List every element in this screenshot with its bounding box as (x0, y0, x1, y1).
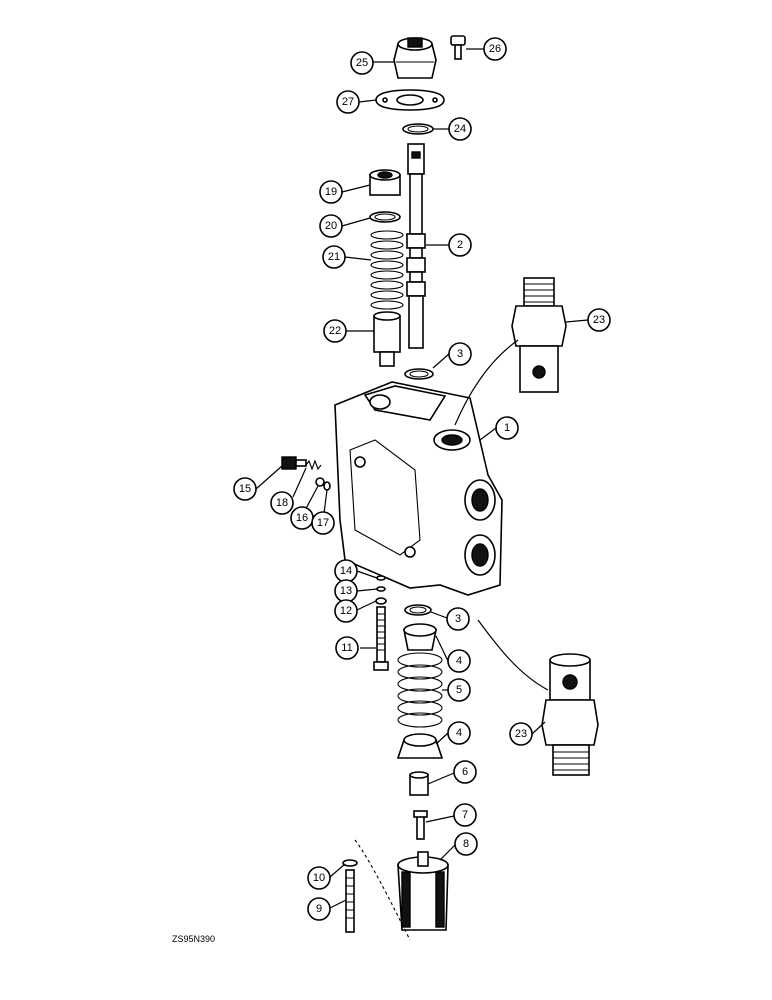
callout-18: 18 (270, 491, 294, 515)
part-valve-body-1 (334, 381, 503, 596)
callout-10: 10 (307, 866, 331, 890)
callout-9-label: 9 (316, 903, 322, 915)
callout-22: 22 (323, 319, 347, 343)
callout-3-lower-label: 3 (455, 613, 461, 625)
callout-8: 8 (454, 832, 478, 856)
callout-18-label: 18 (276, 497, 288, 509)
callout-27: 27 (336, 90, 360, 114)
callout-6-label: 6 (462, 766, 468, 778)
callout-4-upper: 4 (447, 649, 471, 673)
part-screw-26 (450, 35, 466, 60)
callout-19: 19 (319, 180, 343, 204)
callout-2: 2 (448, 233, 472, 257)
callout-21-label: 21 (328, 251, 340, 263)
callout-13: 13 (334, 579, 358, 603)
callout-8-label: 8 (463, 838, 469, 850)
callout-25: 25 (350, 51, 374, 75)
part-ball-16 (315, 477, 325, 487)
callout-4-upper-label: 4 (456, 655, 462, 667)
part-relief-valve-23-upper (511, 277, 567, 393)
callout-25-label: 25 (356, 57, 368, 69)
part-plug-15 (281, 456, 307, 470)
callout-7-label: 7 (462, 809, 468, 821)
part-cup-4-upper (403, 623, 437, 651)
callout-23-lower: 23 (509, 722, 533, 746)
callout-21: 21 (322, 245, 346, 269)
callout-15: 15 (233, 477, 257, 501)
part-cup-4-lower (396, 733, 444, 759)
callout-10-label: 10 (313, 872, 325, 884)
part-gasket-27 (375, 89, 445, 111)
part-oring-17 (323, 481, 331, 491)
callout-6: 6 (453, 760, 477, 784)
callout-23-upper: 23 (587, 308, 611, 332)
callout-26-label: 26 (489, 43, 501, 55)
drawing-code: ZS95N390 (172, 934, 215, 944)
part-bushing-6 (409, 771, 429, 796)
callout-4-lower: 4 (447, 721, 471, 745)
part-oring-3-upper (404, 368, 434, 380)
callout-5-label: 5 (456, 684, 462, 696)
callout-11: 11 (335, 636, 359, 660)
callout-5: 5 (447, 678, 471, 702)
part-washer-10 (342, 859, 358, 867)
callout-9: 9 (307, 897, 331, 921)
part-cap-25 (393, 37, 437, 79)
part-relief-valve-23-lower (541, 653, 599, 776)
callout-22-label: 22 (329, 325, 341, 337)
callout-1-label: 1 (504, 422, 510, 434)
part-ring-14 (376, 575, 386, 581)
part-screw-7 (413, 810, 428, 840)
part-spring-5 (397, 652, 443, 728)
callout-16: 16 (290, 506, 314, 530)
part-cap-8 (397, 851, 449, 931)
part-spool-2 (406, 143, 426, 349)
callout-24-label: 24 (454, 123, 466, 135)
part-sleeve-22 (373, 311, 401, 367)
callout-15-label: 15 (239, 483, 251, 495)
callout-3-upper-label: 3 (457, 348, 463, 360)
callout-2-label: 2 (457, 239, 463, 251)
callout-17: 17 (311, 511, 335, 535)
callout-27-label: 27 (342, 96, 354, 108)
callout-20: 20 (319, 214, 343, 238)
callout-12: 12 (334, 599, 358, 623)
callout-20-label: 20 (325, 220, 337, 232)
part-spring-21 (370, 230, 404, 310)
part-oring-20 (369, 211, 401, 223)
callout-1: 1 (495, 416, 519, 440)
callout-24: 24 (448, 117, 472, 141)
callout-7: 7 (453, 803, 477, 827)
part-oring-24 (402, 123, 434, 135)
part-plug-19 (369, 169, 401, 196)
part-ring-12 (375, 597, 387, 605)
callout-14-label: 14 (340, 565, 352, 577)
callout-19-label: 19 (325, 186, 337, 198)
callout-17-label: 17 (317, 517, 329, 529)
callout-23-lower-label: 23 (515, 728, 527, 740)
callout-13-label: 13 (340, 585, 352, 597)
callout-14: 14 (334, 559, 358, 583)
part-ring-13 (376, 586, 386, 592)
callout-26: 26 (483, 37, 507, 61)
part-oring-3-lower (404, 604, 432, 616)
callout-4-lower-label: 4 (456, 727, 462, 739)
callout-3-lower: 3 (446, 607, 470, 631)
part-screw-11 (373, 606, 389, 671)
callout-11-label: 11 (341, 642, 352, 654)
callout-3-upper: 3 (448, 342, 472, 366)
part-spring-18 (305, 459, 322, 471)
callout-16-label: 16 (296, 512, 308, 524)
callout-23-upper-label: 23 (593, 314, 605, 326)
callout-12-label: 12 (340, 605, 352, 617)
part-screw-9 (345, 869, 355, 933)
